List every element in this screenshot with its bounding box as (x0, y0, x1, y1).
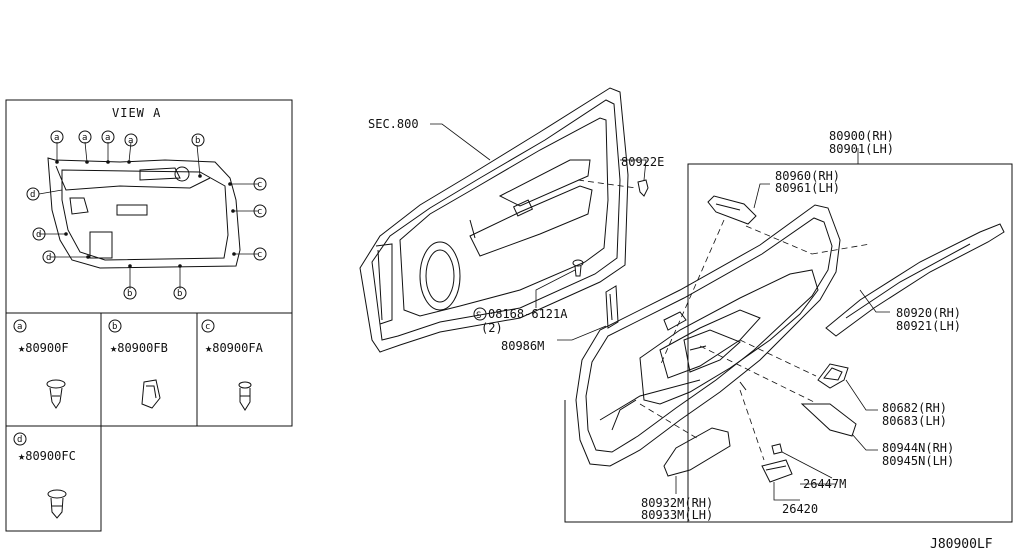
label-80960: 80960(RH) (775, 169, 840, 183)
view-a-leaders (38, 141, 258, 289)
bezel-80682 (817, 363, 878, 411)
label-26420: 26420 (782, 502, 818, 516)
svg-text:a: a (82, 133, 87, 143)
callout-a-2: a (78, 130, 92, 144)
svg-text:d: d (36, 230, 41, 240)
svg-text:a: a (105, 133, 110, 143)
label-80922e: 80922E (621, 155, 664, 169)
label-08168-qty: (2) (481, 321, 503, 335)
view-a-clip-dots (55, 160, 236, 268)
escutcheon-80960 (707, 183, 770, 225)
svg-text:c: c (205, 322, 210, 332)
clip-legend-c-part: ★80900FA (205, 341, 264, 355)
label-80901: 80901(LH) (829, 142, 894, 156)
svg-text:a: a (17, 322, 22, 332)
label-08168: 08168-6121A (488, 307, 568, 321)
callout-b-3: b (173, 286, 187, 300)
label-80961: 80961(LH) (775, 181, 840, 195)
svg-text:b: b (177, 289, 182, 299)
moulding-80920 (825, 223, 1005, 337)
diagram-id: J80900LF (930, 537, 993, 552)
svg-text:c: c (257, 250, 262, 260)
svg-text:c: c (257, 207, 262, 217)
view-a-panel (5, 99, 293, 532)
view-a-door-trim-outline (47, 157, 241, 269)
label-80920: 80920(RH) (896, 306, 961, 320)
callout-d-3: d (42, 250, 56, 264)
svg-text:c: c (257, 180, 262, 190)
clip-80922e (620, 159, 649, 197)
clip-b-icon (141, 379, 161, 409)
label-80933m: 80933M(LH) (641, 508, 713, 522)
clip-legend-a: a ★80900F (13, 319, 69, 409)
svg-text:d: d (30, 190, 35, 200)
label-80986m: 80986M (501, 339, 544, 353)
svg-text:d: d (46, 253, 51, 263)
door-frame-drawing (359, 87, 629, 353)
view-a-callouts: a a a a b d d d c c c b b (26, 130, 267, 300)
clip-d-icon (47, 489, 67, 519)
callout-a-4: a (124, 133, 138, 147)
label-26447m: 26447M (803, 477, 846, 491)
moulding-80920-leader (859, 289, 890, 313)
bracket-80986m (557, 285, 619, 341)
label-80900: 80900(RH) (829, 129, 894, 143)
screw-s-symbol: S (476, 311, 481, 321)
clip-legend-b: b ★80900FB (108, 319, 168, 409)
clip-c-icon (238, 381, 252, 411)
label-sec800: SEC.800 (368, 117, 419, 131)
svg-text:b: b (195, 136, 200, 146)
svg-text:a: a (128, 136, 133, 146)
clip-legend-b-part: ★80900FB (110, 341, 168, 355)
label-80945n: 80945N(LH) (882, 454, 954, 468)
callout-d-2: d (32, 227, 46, 241)
label-80932m: 80932M(RH) (641, 496, 713, 510)
callout-a-1: a (50, 130, 64, 144)
clip-legend-a-part: ★80900F (18, 341, 69, 355)
callout-d-1: d (26, 187, 40, 201)
callout-c-3: c (253, 247, 267, 261)
trim-assembly-box (564, 148, 1013, 523)
assembly-dash-lines (577, 179, 871, 461)
screw-08168: S (473, 259, 584, 321)
clip-a-icon (46, 379, 66, 409)
callout-b-2: b (123, 286, 137, 300)
clip-legend-d-part: ★80900FC (18, 449, 76, 463)
clip-legend-c: c ★80900FA (201, 319, 264, 411)
label-80921: 80921(LH) (896, 319, 961, 333)
door-trim-panel (575, 204, 841, 467)
svg-text:b: b (112, 322, 117, 332)
svg-text:b: b (127, 289, 132, 299)
callout-c-2: c (253, 204, 267, 218)
pad-80932m (663, 427, 731, 494)
pocket-80944n (800, 403, 878, 451)
view-a-title: VIEW A (112, 106, 161, 120)
callout-b-1: b (191, 133, 205, 147)
label-80683: 80683(LH) (882, 414, 947, 428)
svg-text:a: a (54, 133, 59, 143)
callout-a-3: a (101, 130, 115, 144)
lamp-26420 (761, 443, 836, 501)
callout-c-1: c (253, 177, 267, 191)
svg-text:d: d (17, 435, 22, 445)
label-80944n: 80944N(RH) (882, 441, 954, 455)
label-80682: 80682(RH) (882, 401, 947, 415)
clip-legend-d: d ★80900FC (13, 432, 76, 519)
sec800-leader (430, 123, 491, 161)
